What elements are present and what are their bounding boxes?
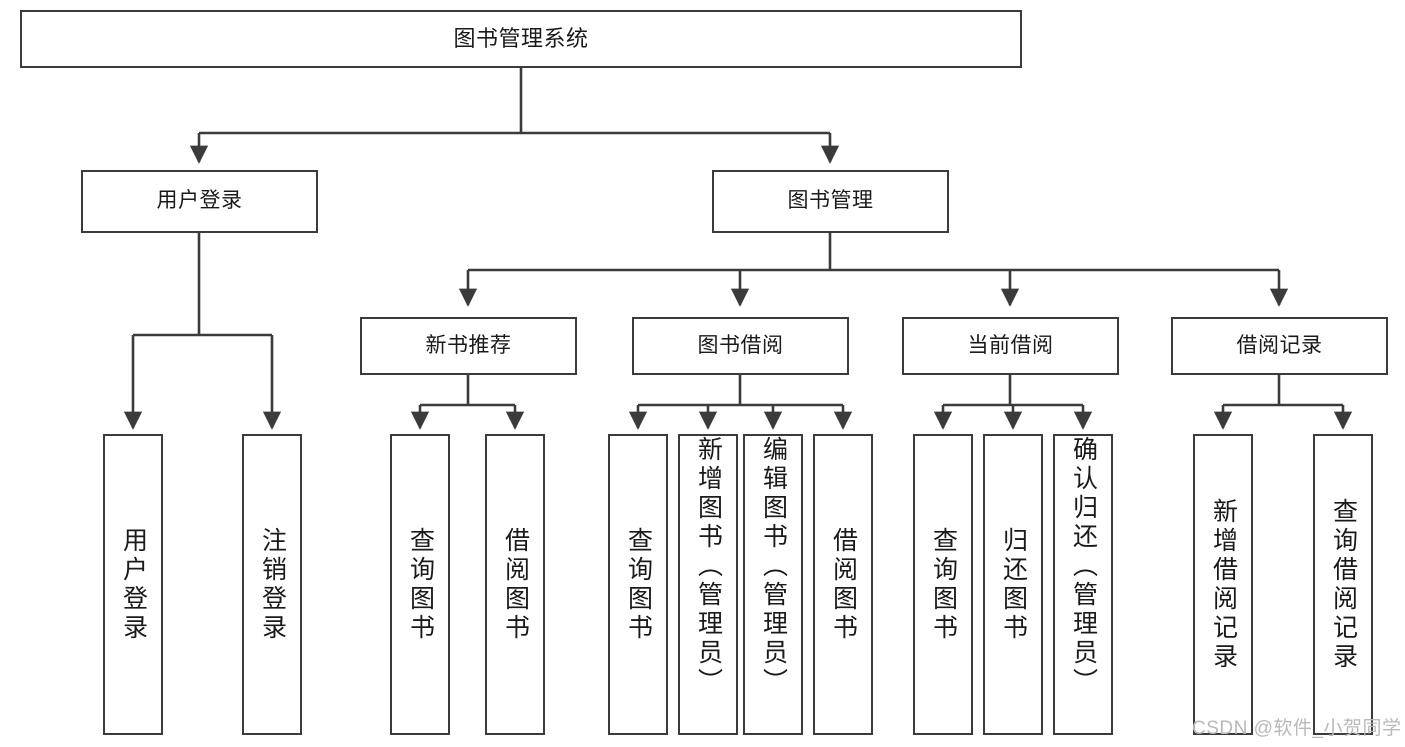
node-leaf-return-book-label: 归还图书 <box>999 526 1028 643</box>
node-leaf-add-record-label: 新增借阅记录 <box>1209 497 1238 672</box>
node-borrow-record[interactable]: 借阅记录 <box>1171 317 1388 375</box>
csdn-watermark: CSDN @软件_小贺同学 <box>1192 718 1402 739</box>
node-leaf-edit-book-label: 编辑图书（管理员） <box>759 436 788 697</box>
node-new-book-rec[interactable]: 新书推荐 <box>360 317 577 375</box>
node-book-manage-label: 图书管理 <box>787 189 874 213</box>
node-leaf-query-record-label: 查询借阅记录 <box>1329 497 1358 672</box>
node-leaf-edit-book[interactable]: 编辑图书（管理员） <box>743 434 803 735</box>
node-leaf-borrow-book-1-label: 借阅图书 <box>501 526 530 643</box>
node-book-borrow-label: 图书借阅 <box>697 333 784 357</box>
node-current-borrow[interactable]: 当前借阅 <box>902 317 1119 375</box>
node-leaf-add-book-label: 新增图书（管理员） <box>694 436 723 697</box>
node-leaf-borrow-book-1[interactable]: 借阅图书 <box>485 434 545 735</box>
node-leaf-user-logout[interactable]: 注销登录 <box>242 434 302 735</box>
node-leaf-confirm-return[interactable]: 确认归还（管理员） <box>1053 434 1113 735</box>
node-leaf-query-record[interactable]: 查询借阅记录 <box>1313 434 1373 735</box>
node-leaf-confirm-return-label: 确认归还（管理员） <box>1069 436 1098 697</box>
node-book-manage[interactable]: 图书管理 <box>712 170 949 233</box>
node-leaf-query-book-2[interactable]: 查询图书 <box>608 434 668 735</box>
node-leaf-add-book[interactable]: 新增图书（管理员） <box>678 434 738 735</box>
node-current-borrow-label: 当前借阅 <box>967 333 1054 357</box>
node-leaf-borrow-book-2-label: 借阅图书 <box>829 526 858 643</box>
node-leaf-query-book-1-label: 查询图书 <box>406 526 435 643</box>
node-leaf-return-book[interactable]: 归还图书 <box>983 434 1043 735</box>
node-leaf-user-login[interactable]: 用户登录 <box>103 434 163 735</box>
node-leaf-query-book-1[interactable]: 查询图书 <box>390 434 450 735</box>
node-leaf-user-login-label: 用户登录 <box>119 526 148 643</box>
node-root-label: 图书管理系统 <box>453 26 589 52</box>
node-leaf-query-book-2-label: 查询图书 <box>624 526 653 643</box>
node-root[interactable]: 图书管理系统 <box>20 10 1022 68</box>
node-leaf-user-logout-label: 注销登录 <box>258 526 287 643</box>
node-user-login-label: 用户登录 <box>156 189 243 213</box>
node-leaf-query-book-3[interactable]: 查询图书 <box>913 434 973 735</box>
node-borrow-record-label: 借阅记录 <box>1236 333 1323 357</box>
node-leaf-query-book-3-label: 查询图书 <box>929 526 958 643</box>
node-leaf-add-record[interactable]: 新增借阅记录 <box>1193 434 1253 735</box>
node-user-login[interactable]: 用户登录 <box>81 170 318 233</box>
node-book-borrow[interactable]: 图书借阅 <box>632 317 849 375</box>
node-new-book-rec-label: 新书推荐 <box>425 333 512 357</box>
node-leaf-borrow-book-2[interactable]: 借阅图书 <box>813 434 873 735</box>
